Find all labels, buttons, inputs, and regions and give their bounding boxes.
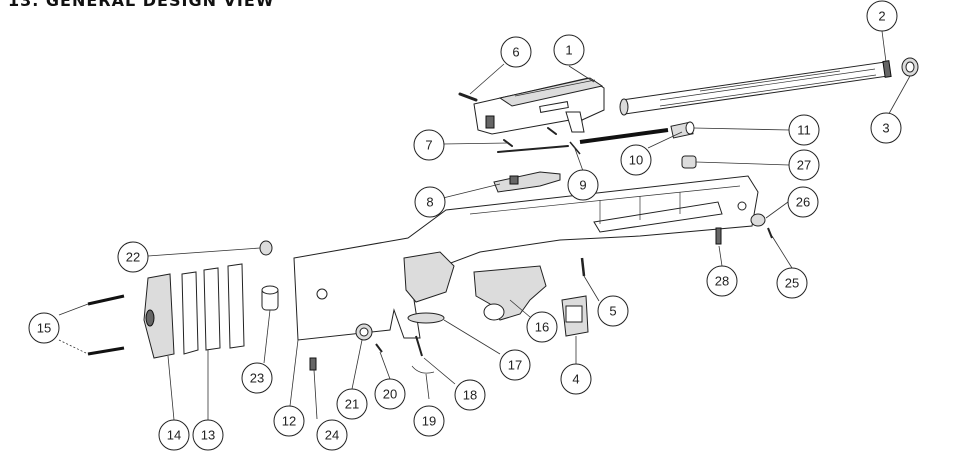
svg-text:23: 23 (250, 371, 264, 386)
callout-26: 26 (787, 186, 819, 218)
part-17 (407, 312, 445, 324)
svg-text:21: 21 (345, 397, 359, 412)
callout-11: 11 (788, 114, 820, 146)
receiver-part (473, 77, 605, 135)
svg-text:17: 17 (508, 358, 522, 373)
callout-14: 14 (158, 419, 190, 451)
svg-text:1: 1 (565, 43, 572, 58)
callout-12: 12 (273, 405, 305, 437)
part-5 (580, 257, 586, 277)
callout-18: 18 (454, 379, 486, 411)
callout-7: 7 (413, 129, 445, 161)
trigger-group-part (473, 265, 547, 321)
callout-19: 19 (413, 405, 445, 437)
callout-5: 5 (597, 295, 629, 327)
callout-16: 16 (526, 311, 558, 343)
svg-text:2: 2 (878, 9, 885, 24)
section-heading: 13. GENERAL DESIGN VIEW (8, 0, 275, 10)
callout-27: 27 (788, 149, 820, 181)
svg-text:20: 20 (383, 387, 397, 402)
callout-20: 20 (374, 378, 406, 410)
stock-part (293, 175, 759, 341)
svg-text:28: 28 (715, 274, 729, 289)
svg-text:26: 26 (796, 195, 810, 210)
bolt-handle-part (493, 171, 561, 193)
butt-pad-part (143, 273, 175, 359)
pins-7-part (497, 127, 569, 153)
callout-3: 3 (870, 112, 902, 144)
part-18 (415, 335, 423, 357)
svg-text:16: 16 (535, 320, 549, 335)
callout-22: 22 (117, 241, 149, 273)
callout-21: 21 (336, 388, 368, 420)
callout-24: 24 (316, 419, 348, 451)
part-25 (767, 227, 773, 239)
part-20 (375, 343, 383, 353)
part-26 (750, 213, 766, 227)
callout-23: 23 (241, 362, 273, 394)
part-24 (309, 357, 317, 371)
leader-lines (58, 30, 911, 421)
part-21 (355, 323, 373, 341)
svg-text:24: 24 (325, 428, 339, 443)
callout-1: 1 (553, 34, 585, 66)
part-28 (715, 227, 722, 245)
svg-text:19: 19 (422, 414, 436, 429)
svg-text:11: 11 (797, 123, 811, 138)
callout-10: 10 (620, 144, 652, 176)
spacer-plates-part (181, 263, 245, 355)
svg-text:27: 27 (797, 158, 811, 173)
svg-text:9: 9 (579, 178, 586, 193)
svg-text:14: 14 (167, 428, 181, 443)
callout-6: 6 (500, 36, 532, 68)
callout-28: 28 (706, 265, 738, 297)
svg-text:10: 10 (629, 153, 643, 168)
callout-25: 25 (776, 267, 808, 299)
callout-15: 15 (28, 312, 60, 344)
part-19 (411, 365, 435, 374)
callout-2: 2 (866, 0, 898, 32)
callout-4: 4 (560, 363, 592, 395)
pin-6-part (458, 92, 478, 102)
callout-13: 13 (192, 419, 224, 451)
magazine-part (561, 295, 589, 337)
bolt-part (670, 121, 695, 139)
recoil-rod-part (569, 128, 669, 155)
butt-screws-part (87, 294, 125, 356)
svg-text:6: 6 (512, 45, 519, 60)
callout-8: 8 (414, 186, 446, 218)
muzzle-nut-part (901, 57, 919, 77)
svg-text:3: 3 (882, 121, 889, 136)
svg-text:18: 18 (463, 388, 477, 403)
svg-text:4: 4 (572, 372, 579, 387)
svg-text:12: 12 (282, 414, 296, 429)
callout-9: 9 (567, 169, 599, 201)
part-23 (261, 285, 279, 311)
barrel-part (619, 60, 892, 116)
svg-text:5: 5 (609, 304, 616, 319)
svg-text:13: 13 (201, 428, 215, 443)
svg-text:22: 22 (126, 250, 140, 265)
svg-text:25: 25 (785, 276, 799, 291)
part-22 (259, 240, 273, 256)
callout-17: 17 (499, 349, 531, 381)
svg-text:7: 7 (425, 138, 432, 153)
part-27 (681, 155, 697, 169)
svg-text:8: 8 (426, 195, 433, 210)
svg-text:15: 15 (37, 321, 51, 336)
